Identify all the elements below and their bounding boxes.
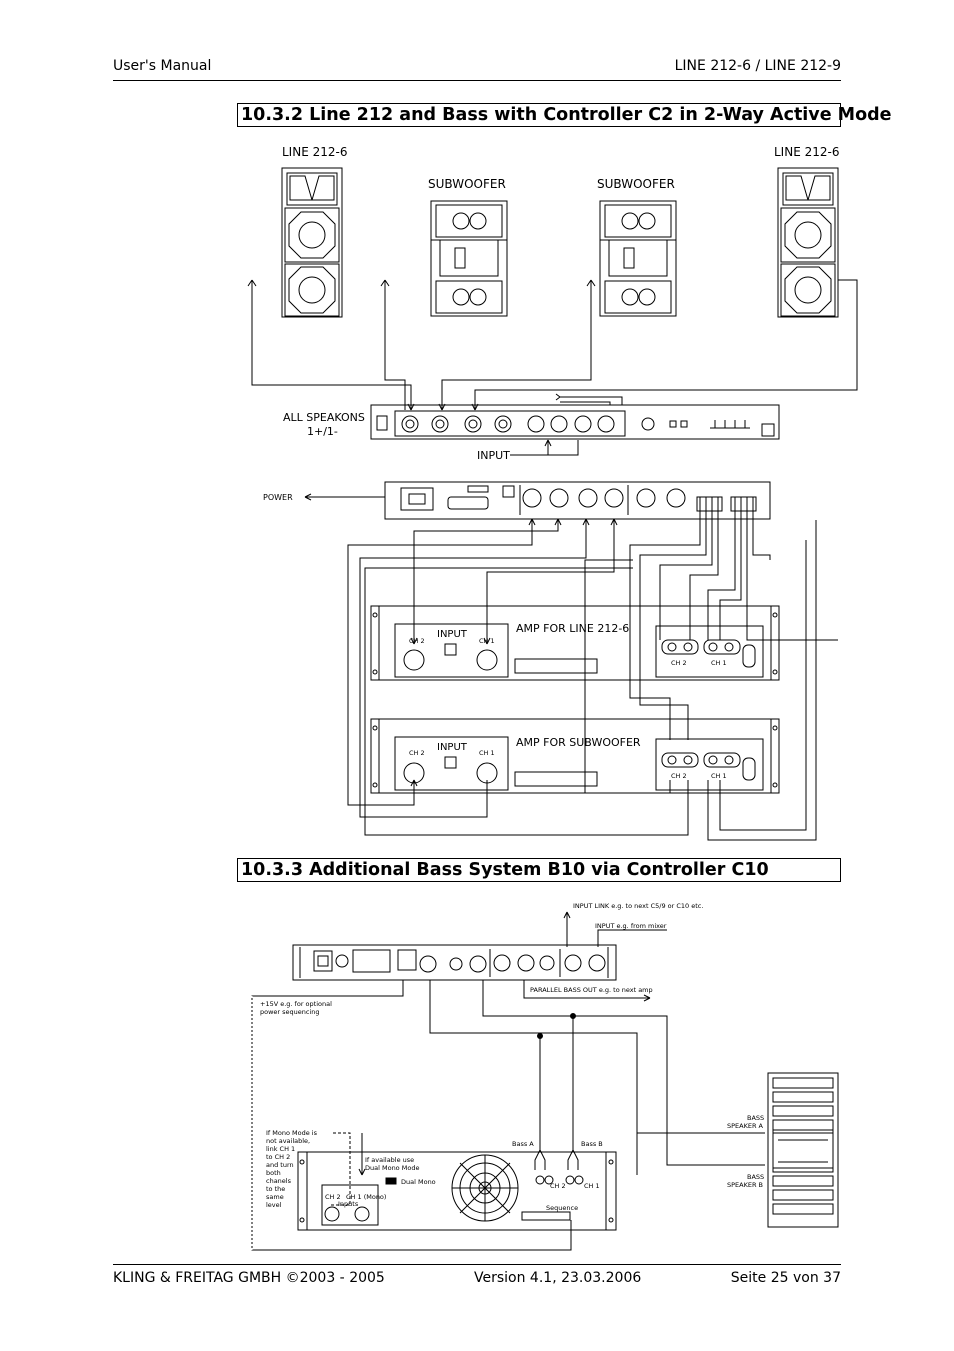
label-speaker-b-2: SPEAKER B [727,1181,764,1189]
header-right: LINE 212-6 / LINE 212-9 [674,58,841,74]
header-left: User's Manual [113,58,212,74]
label-amp1-ch1: CH 1 [479,637,495,645]
label-bass-b: Bass B [581,1140,603,1148]
label-dual-mono-note-2: Dual Mono Mode [365,1164,420,1172]
mono-note-6: chanels [266,1177,291,1185]
label-dual-mono-note-1: If available use [365,1156,415,1164]
controller-c2-front [370,404,780,440]
label-line-left: LINE 212-6 [282,145,348,159]
label-amp1-ch2: CH 2 [409,637,425,645]
label-speaker-b-1: BASS [747,1173,765,1181]
label-plus15-2: power sequencing [260,1008,320,1016]
label-input-mixer: INPUT e.g. from mixer [595,922,667,930]
footer-center: Version 4.1, 23.03.2006 [474,1270,642,1286]
label-input-link: INPUT LINK e.g. to next C5/9 or C10 etc. [573,902,704,910]
mono-note-2: link CH 1 [266,1145,296,1153]
label-amp2-ch1: CH 1 [479,749,495,757]
label-input: INPUT [477,449,510,462]
mono-note-1: not available, [266,1137,311,1145]
label-amp1-input: INPUT [437,629,467,640]
bass-speaker-cabinet [767,1072,839,1228]
footer-rule [113,1264,841,1265]
label-speaker-a-2: SPEAKER A [727,1122,763,1130]
footer-left: KLING & FREITAG GMBH ©2003 - 2005 [113,1270,385,1286]
label-bass-a: Bass A [512,1140,534,1148]
mono-note-3: to CH 2 [266,1153,291,1161]
label-line-right: LINE 212-6 [774,145,840,159]
label-amp2-out-ch2: CH 2 [671,772,687,780]
label-amp2-ch2: CH 2 [409,749,425,757]
label-amp1-title: AMP FOR LINE 212-6 [516,622,630,635]
section-title-1033: 10.3.3 Additional Bass System B10 via Co… [237,858,841,882]
label-b10-inputs: Inputs [338,1200,359,1208]
label-amp1-out-ch1: CH 1 [711,659,727,667]
header-rule [113,80,841,81]
label-parallel-out: PARALLEL BASS OUT e.g. to next amp [530,986,653,994]
label-amp2-out-ch1: CH 1 [711,772,727,780]
label-amp2-title: AMP FOR SUBWOOFER [516,736,641,749]
controller-c2-rear [384,481,771,520]
label-speaker-a-1: BASS [747,1114,765,1122]
label-amp2-input: INPUT [437,742,467,753]
mono-note-9: level [266,1201,282,1209]
label-b10-ch2: CH 2 [325,1193,341,1201]
mono-note-0: If Mono Mode is [266,1129,317,1137]
mono-note-4: and turn [266,1161,294,1169]
label-power: POWER [263,493,293,502]
mono-note-8: same [266,1193,284,1201]
amp-b10 [297,1151,617,1231]
label-speakons: ALL SPEAKONS [283,411,365,424]
section-title-1032: 10.3.2 Line 212 and Bass with Controller… [237,103,892,127]
mono-note-7: to the [266,1185,286,1193]
label-amp1-out-ch2: CH 2 [671,659,687,667]
label-dual-mono: Dual Mono [401,1178,436,1186]
line212-speaker-right [777,167,839,318]
label-b10-out-ch1: CH 1 [584,1182,600,1190]
label-plus15-1: +15V e.g. for optional [260,1000,332,1008]
amp-line212 [370,605,780,681]
label-speakons-pins: 1+/1- [307,425,338,438]
label-b10-out-ch2: CH 2 [550,1182,566,1190]
label-sub-right: SUBWOOFER [597,177,675,191]
line212-speaker-left [281,167,343,318]
subwoofer-right [599,200,677,317]
label-b10-ch1-mono: CH 1 (Mono) [346,1193,387,1201]
subwoofer-left [430,200,508,317]
amp-subwoofer [370,718,780,794]
label-sub-left: SUBWOOFER [428,177,506,191]
label-sequence: Sequence [546,1204,579,1212]
controller-c10 [292,944,617,981]
mono-note-5: both [266,1169,281,1177]
footer-right: Seite 25 von 37 [730,1270,841,1286]
